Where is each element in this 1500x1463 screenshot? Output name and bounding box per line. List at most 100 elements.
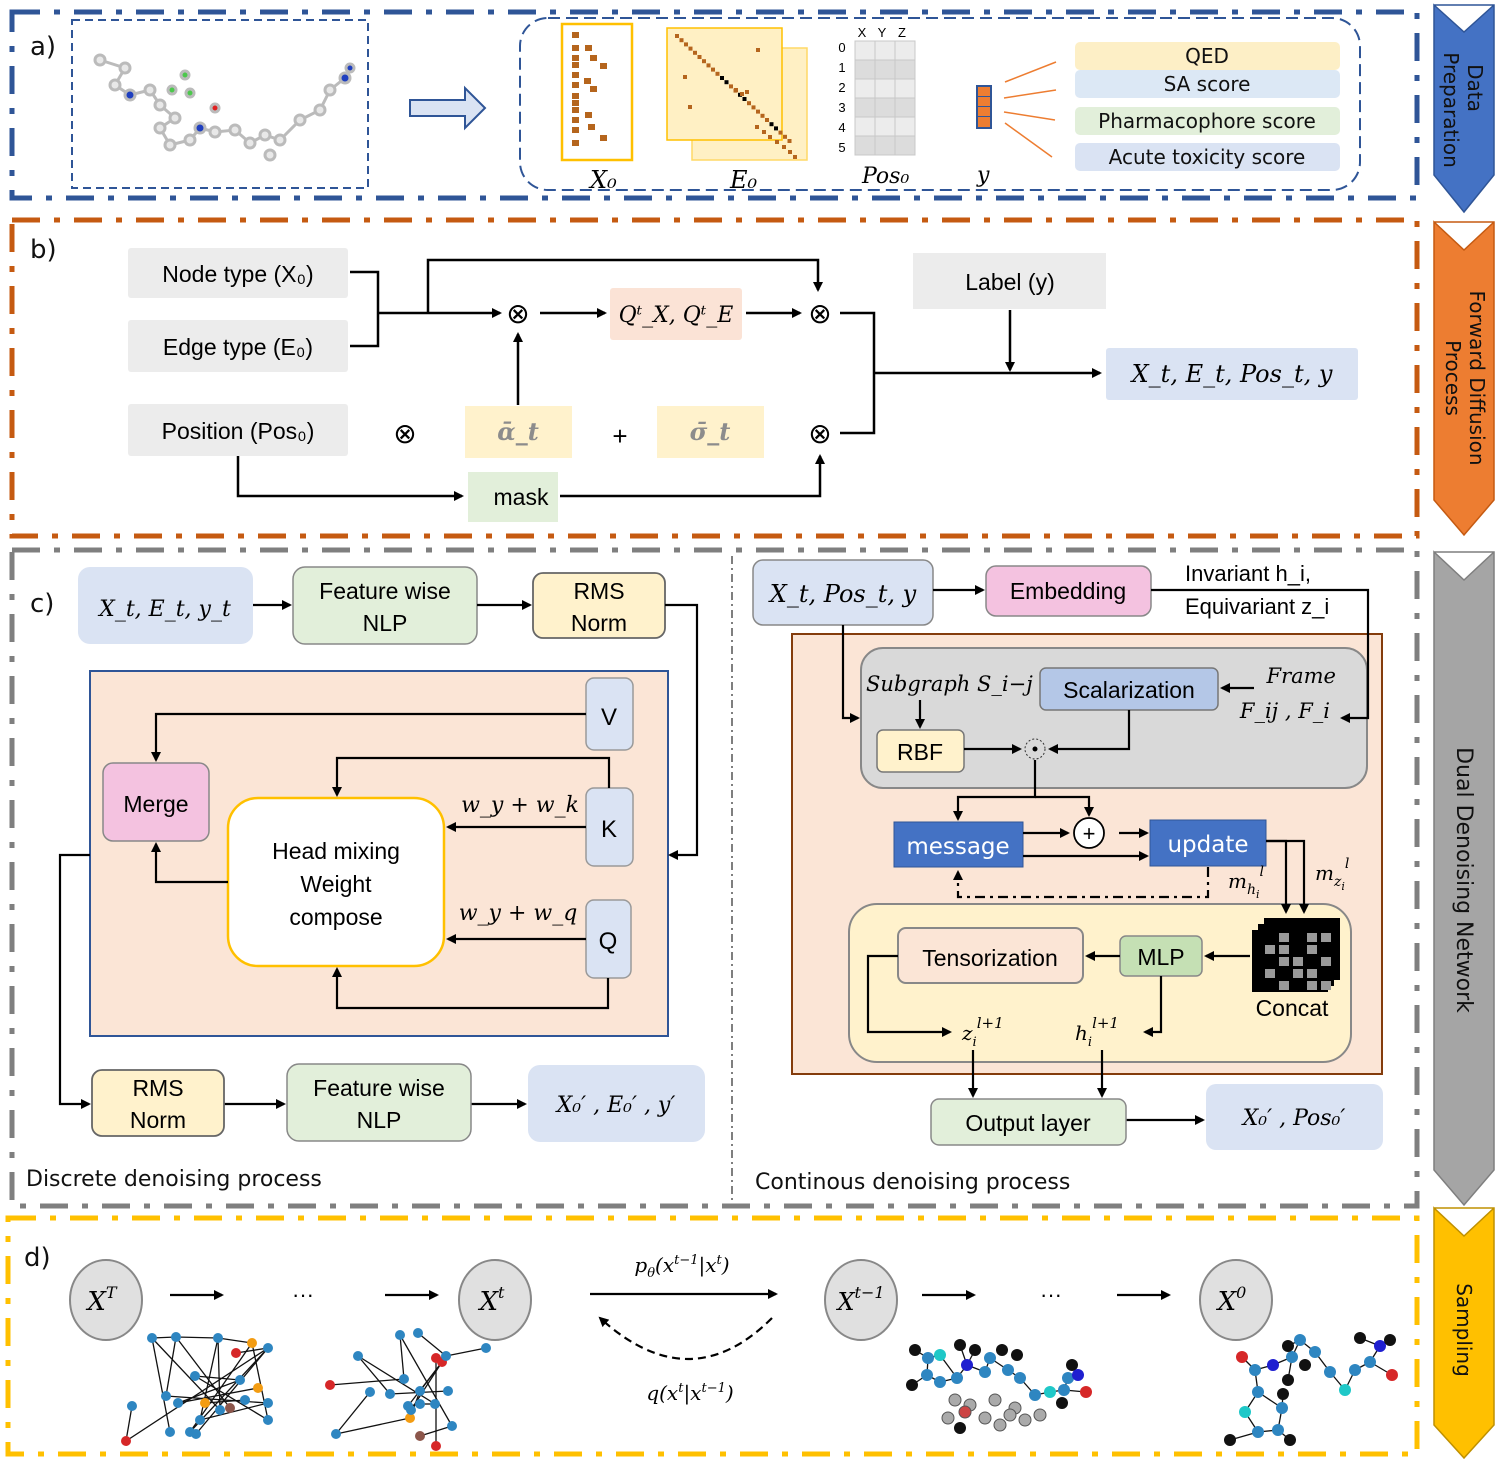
graph-node	[1384, 1334, 1396, 1346]
graph-node	[1249, 1364, 1261, 1376]
update-box[interactable]	[1149, 819, 1267, 867]
continuous-output-box	[1206, 1084, 1383, 1150]
edge-type-box	[128, 320, 348, 372]
frame-label-line2: F_ij , F_i	[1239, 699, 1330, 723]
graph-edge	[177, 1379, 241, 1404]
graph-edge	[419, 1361, 443, 1392]
property-item: Acute toxicity score	[1075, 143, 1340, 171]
concat-cell	[1265, 945, 1275, 954]
discrete-denoising: X_t, E_t, y_t Feature wise NLP RMS Norm …	[26, 566, 705, 1192]
graph-node	[415, 1399, 425, 1409]
concat-cell	[1265, 969, 1275, 978]
graph-node	[1286, 1351, 1298, 1363]
graph-node	[996, 1344, 1008, 1356]
graph-node	[447, 1421, 457, 1431]
property-item: Pharmacophore score	[1075, 107, 1340, 135]
discrete-output-box	[528, 1065, 705, 1142]
graph-node	[909, 1344, 921, 1356]
pos-cell	[894, 135, 916, 156]
graph-node	[331, 1429, 341, 1439]
graph-node	[934, 1376, 946, 1388]
graph-node	[173, 1398, 183, 1408]
rms-norm-2	[91, 1069, 225, 1137]
panel-b-label: b)	[30, 235, 57, 265]
graph-edge	[199, 1402, 269, 1421]
head-mixing-line3: compose	[289, 904, 382, 930]
graph-edge	[335, 1417, 411, 1435]
e0-cell	[762, 130, 766, 134]
x0-cell	[572, 82, 579, 88]
graph-node	[240, 1395, 250, 1405]
position-box	[128, 404, 348, 456]
merge-box	[102, 762, 210, 842]
e0-cell	[740, 92, 744, 96]
continuous-connectors	[841, 585, 1370, 1125]
e0-cell	[747, 101, 751, 106]
node-type-label: Node type (X₀)	[162, 261, 313, 287]
graph-node	[1276, 1402, 1288, 1414]
concat-cell	[1307, 981, 1317, 990]
q-matrix-box	[610, 288, 742, 340]
discrete-caption: Discrete denoising process	[26, 1167, 322, 1192]
concat-cell	[1321, 957, 1331, 966]
graph-node	[1277, 1388, 1289, 1400]
odot-dot	[1032, 746, 1038, 752]
head-mixing-line1: Head mixing	[272, 838, 400, 864]
x0-cell	[572, 32, 579, 38]
panel-b-border	[9, 217, 1420, 539]
e0-cell	[706, 63, 711, 68]
property-box	[1075, 107, 1340, 135]
message-box[interactable]	[893, 821, 1024, 868]
graph-edge	[199, 1337, 219, 1421]
graph-node	[353, 1351, 363, 1361]
graph-node	[1282, 1340, 1294, 1352]
graph-edge	[217, 1337, 253, 1344]
graph-node	[1011, 1349, 1023, 1361]
e0-cell	[756, 109, 760, 114]
state-xt-minus-1-label: Xt−1	[835, 1283, 884, 1316]
pos0-label: Pos₀	[861, 164, 909, 189]
graph-edge	[399, 1334, 405, 1380]
concat-cell	[1293, 957, 1303, 966]
e0-cell	[745, 90, 749, 94]
e0-cell	[768, 135, 772, 139]
oplus-label: +	[1083, 821, 1096, 846]
q-label: q(xt|xt−1)	[646, 1381, 733, 1406]
e0-cell	[729, 84, 733, 89]
pos-cell	[894, 116, 916, 137]
p-theta-label: pθ(xt−1|xt)	[634, 1253, 729, 1281]
graph-edge	[194, 1375, 241, 1381]
pos-cell	[894, 78, 916, 99]
state-xt-label: Xt	[478, 1283, 506, 1317]
x0-cell	[572, 93, 579, 99]
graph-node	[1282, 1374, 1294, 1386]
pos-cell	[874, 97, 896, 118]
e0-matrix-cells	[675, 34, 797, 159]
graph-node	[1236, 1351, 1248, 1363]
state-x0	[1199, 1259, 1273, 1341]
k-label: K	[601, 816, 617, 843]
graph-node	[405, 1413, 415, 1423]
property-label: SA score	[1164, 72, 1251, 96]
tab-forward-diffusion-line2: Process	[1441, 340, 1465, 416]
sigma-label: σ̄_t	[690, 417, 731, 446]
rms-norm-2-line1: RMS	[132, 1075, 183, 1101]
sampling-arrows	[170, 1289, 1171, 1360]
graph-node	[399, 1374, 409, 1384]
tab-sampling-label: Sampling	[1452, 1283, 1476, 1377]
e0-cell	[783, 134, 787, 139]
tab-data-preparation	[1433, 3, 1495, 214]
head-mixing-line2: Weight	[300, 871, 372, 897]
graph-node	[263, 1415, 273, 1425]
e0-cell	[688, 46, 693, 51]
x0-cell	[584, 78, 591, 84]
concat-cell	[1279, 957, 1289, 966]
graph-edge	[125, 1405, 133, 1442]
property-label: Pharmacophore score	[1098, 109, 1316, 133]
x0-cell	[600, 135, 607, 141]
graph-edge	[125, 1347, 269, 1442]
graph-node	[225, 1403, 235, 1413]
graph-node	[1252, 1426, 1264, 1438]
